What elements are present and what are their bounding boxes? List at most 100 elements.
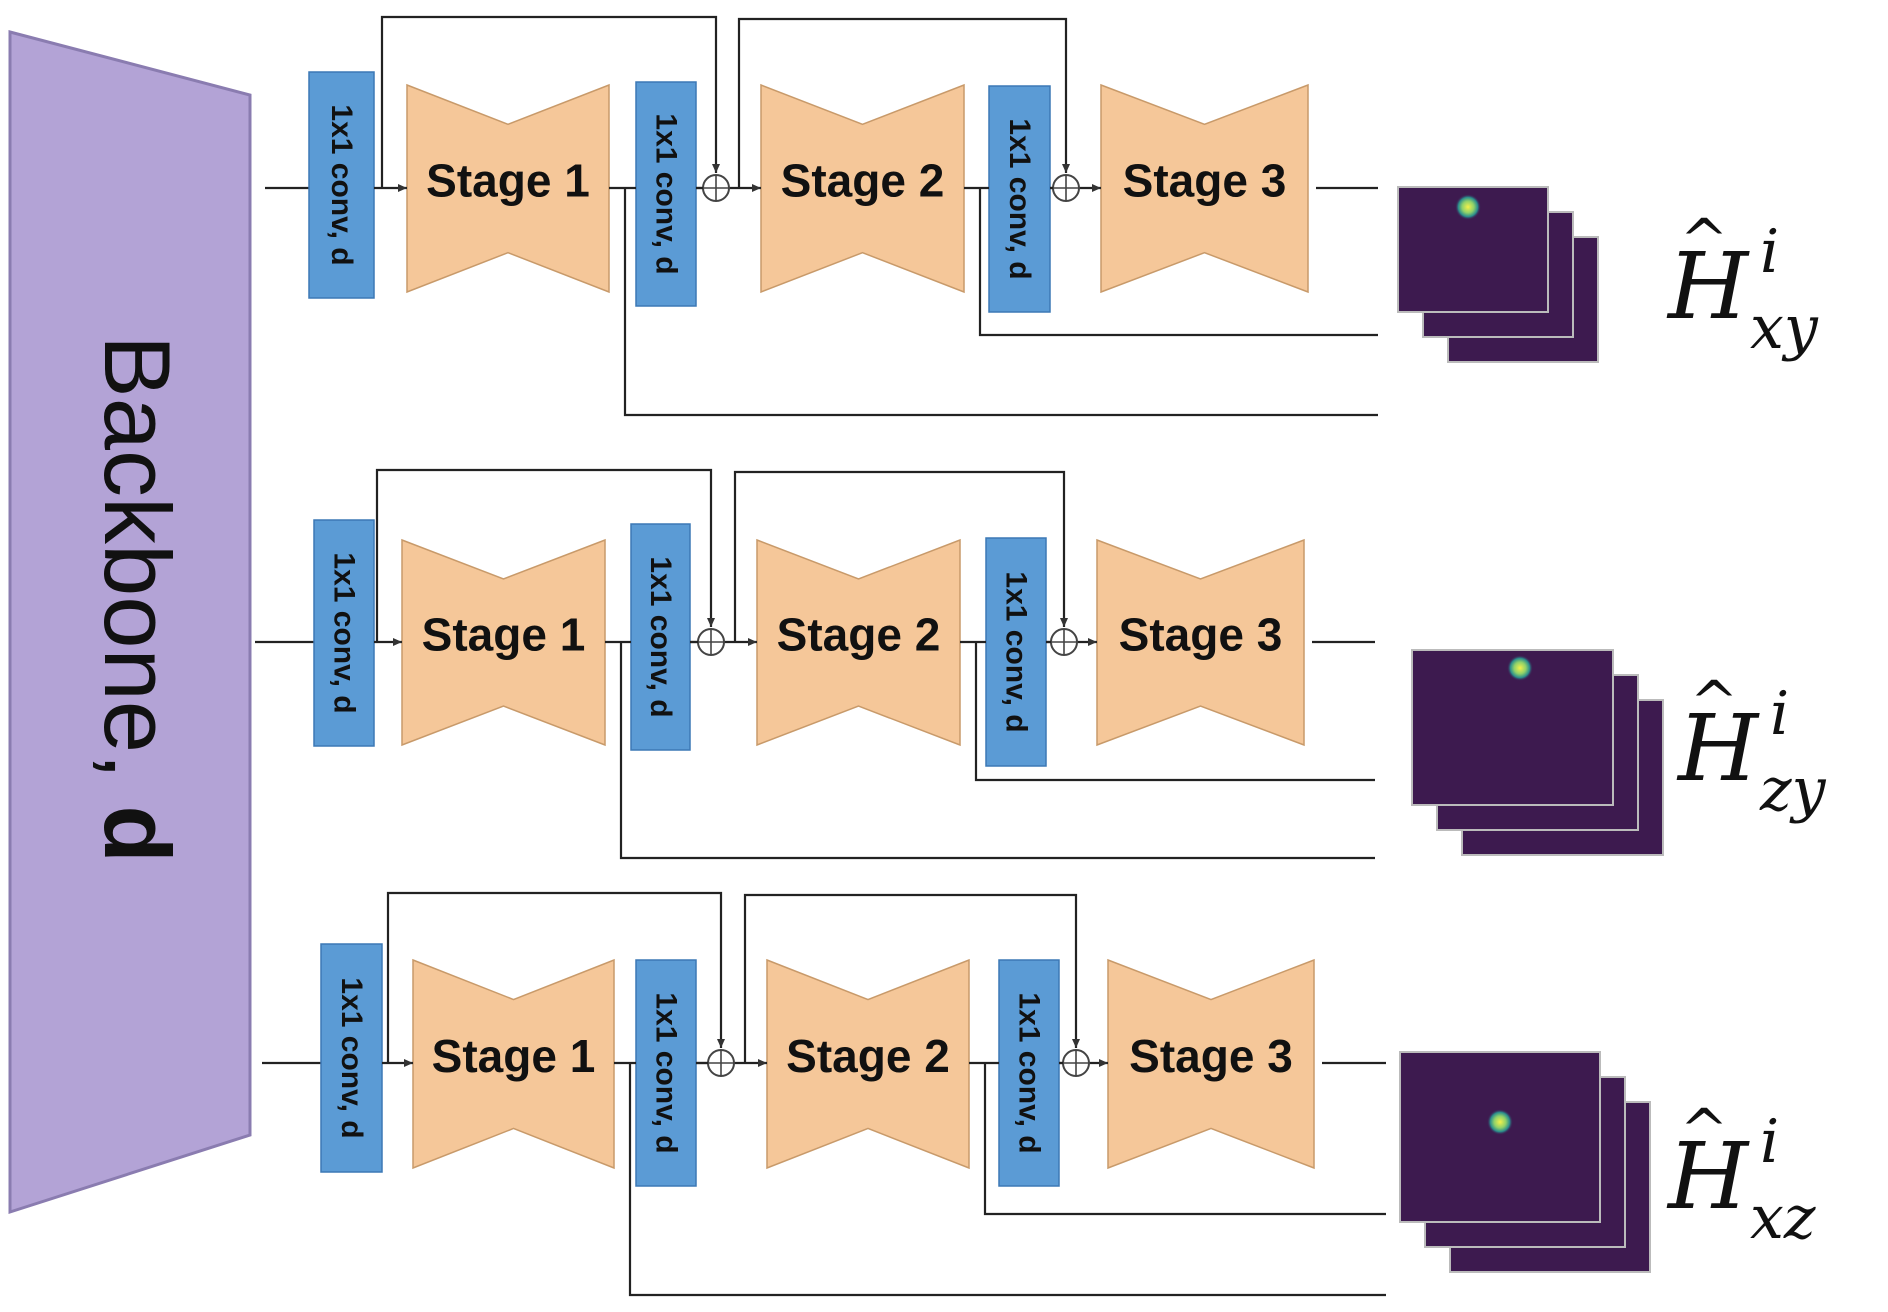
stage-block-1: Stage 1	[412, 958, 615, 1170]
sum-node-2	[1062, 1049, 1090, 1077]
stage-shape	[766, 958, 970, 1170]
backbone-block: Backbone, d	[8, 30, 252, 1215]
stage-label: Stage 3	[1123, 155, 1287, 207]
stage-label: Stage 2	[777, 609, 941, 661]
skip-connection-2	[733, 470, 1068, 642]
intermediate-output-1	[628, 1063, 1386, 1297]
conv-block-3: 1x1 conv, d	[998, 959, 1060, 1187]
conv-box	[320, 943, 383, 1173]
stage-block-2: Stage 2	[766, 958, 970, 1170]
skip-connection-1	[386, 891, 725, 1063]
stage-shape	[1100, 83, 1309, 294]
skip-connection-1	[380, 15, 720, 188]
branch-xz: 1x1 conv, d 1x1 conv, d 1x1 conv, d Stage 1…	[262, 891, 1816, 1297]
conv-box	[630, 523, 691, 751]
skip-connection-2	[743, 893, 1080, 1063]
output-label-sub: xy	[1750, 293, 1819, 363]
stage-label: Stage 1	[426, 155, 590, 207]
output-label: H^izy	[1676, 668, 1827, 825]
stage-label: Stage 1	[422, 609, 586, 661]
conv-label: 1x1 conv, d	[1003, 118, 1036, 279]
stage-block-1: Stage 1	[401, 538, 606, 747]
intermediate-output-2	[978, 188, 1378, 337]
conv-block-3: 1x1 conv, d	[988, 85, 1051, 313]
stage-label: Stage 3	[1119, 609, 1283, 661]
sum-node-2	[1050, 628, 1078, 656]
stage-shape	[1096, 538, 1305, 747]
stage-shape	[760, 83, 965, 294]
stage-block-2: Stage 2	[756, 538, 961, 747]
conv-block-1: 1x1 conv, d	[320, 943, 383, 1173]
output-label-hat: ^	[1680, 1096, 1729, 1164]
output-label: H^ixy	[1666, 206, 1819, 363]
output-label-base: H	[1666, 1123, 1750, 1230]
output-label-sup: i	[1760, 217, 1779, 287]
branch-xy: 1x1 conv, d 1x1 conv, d 1x1 conv, d Stage 1…	[265, 15, 1819, 417]
stage-label: Stage 1	[432, 1030, 596, 1082]
conv-label: 1x1 conv, d	[1013, 992, 1046, 1153]
heatmap-peak	[1507, 655, 1533, 681]
backbone-shape	[8, 30, 252, 1215]
conv-block-3: 1x1 conv, d	[985, 537, 1047, 767]
conv-label: 1x1 conv, d	[650, 113, 683, 274]
intermediate-output-2	[974, 642, 1375, 782]
sum-node-1	[697, 628, 725, 656]
stage-shape	[406, 83, 610, 294]
conv-label: 1x1 conv, d	[335, 977, 368, 1138]
stage-block-3: Stage 3	[1096, 538, 1305, 747]
heatmap-stack	[1411, 649, 1664, 856]
output-label: H^ ixz	[1666, 1096, 1816, 1253]
conv-label: 1x1 conv, d	[325, 104, 358, 265]
output-label-sub: zy	[1759, 755, 1827, 825]
heatmap-layer	[1399, 1051, 1601, 1223]
heatmap-stack	[1397, 186, 1599, 363]
heatmap-peak	[1487, 1109, 1513, 1135]
conv-label: 1x1 conv, d	[1000, 571, 1033, 732]
intermediate-output-2	[983, 1063, 1386, 1216]
skip-connection-2	[737, 17, 1070, 188]
sum-node-2	[1052, 174, 1080, 202]
branches: 1x1 conv, d 1x1 conv, d 1x1 conv, d Stage 1…	[255, 15, 1827, 1297]
conv-block-2: 1x1 conv, d	[630, 523, 691, 751]
conv-block-2: 1x1 conv, d	[635, 81, 697, 307]
output-label-sup: i	[1770, 679, 1789, 749]
conv-box	[313, 519, 375, 747]
conv-block-1: 1x1 conv, d	[313, 519, 375, 747]
heatmap-peak	[1455, 194, 1481, 220]
stage-block-3: Stage 3	[1100, 83, 1309, 294]
stage-label: Stage 2	[786, 1030, 950, 1082]
stage-shape	[412, 958, 615, 1170]
heatmap-stack	[1399, 1051, 1651, 1273]
stage-block-1: Stage 1	[406, 83, 610, 294]
skip-connection-1	[375, 468, 715, 642]
conv-label: 1x1 conv, d	[650, 992, 683, 1153]
conv-box	[985, 537, 1047, 767]
stage-shape	[756, 538, 961, 747]
output-label-hat: ^	[1690, 668, 1739, 736]
output-label-sup: i	[1760, 1107, 1779, 1177]
sum-node-1	[702, 174, 730, 202]
intermediate-output-1	[619, 642, 1375, 860]
conv-label: 1x1 conv, d	[328, 552, 361, 713]
stage-label: Stage 3	[1129, 1030, 1293, 1082]
conv-box	[635, 959, 697, 1187]
output-label-hat: ^	[1680, 206, 1729, 274]
output-label-sub: xz	[1750, 1183, 1816, 1253]
conv-box	[308, 71, 375, 299]
conv-box	[988, 85, 1051, 313]
sum-node-1	[707, 1049, 735, 1077]
heatmap-layer	[1411, 649, 1614, 806]
stage-block-2: Stage 2	[760, 83, 965, 294]
branch-zy: 1x1 conv, d 1x1 conv, d 1x1 conv, d Stage 1…	[255, 468, 1827, 860]
stage-label: Stage 2	[781, 155, 945, 207]
conv-box	[998, 959, 1060, 1187]
conv-box	[635, 81, 697, 307]
conv-block-1: 1x1 conv, d	[308, 71, 375, 299]
backbone-label: Backbone, d	[85, 335, 190, 863]
stage-shape	[1107, 958, 1315, 1170]
conv-label: 1x1 conv, d	[644, 556, 677, 717]
stage-block-3: Stage 3	[1107, 958, 1315, 1170]
stage-shape	[401, 538, 606, 747]
intermediate-output-1	[623, 188, 1378, 417]
